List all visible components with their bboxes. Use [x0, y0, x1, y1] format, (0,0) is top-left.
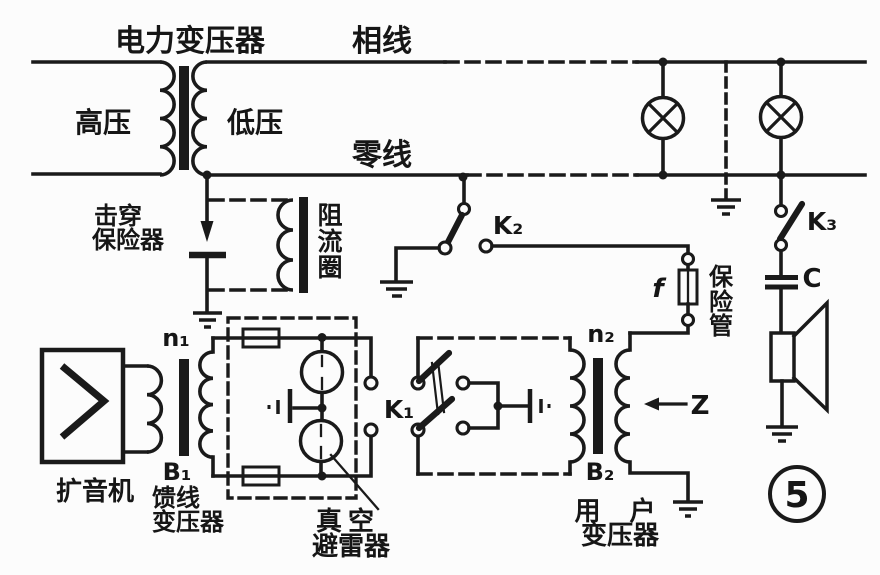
- pt-secondary-coil: [191, 60, 208, 177]
- breakdown-fuse-label-1: 击穿: [94, 202, 142, 230]
- choke-coil-symbol: [208, 197, 308, 293]
- switch-k2-symbol: [478, 238, 690, 256]
- arrester-box: [211, 316, 380, 511]
- choke-label-char1: 阻: [317, 201, 342, 230]
- user-label-2: 变压器: [581, 520, 660, 551]
- arrester-label-2: 避雷器: [312, 531, 391, 562]
- breakdown-fuse-ground-icon: [193, 311, 222, 329]
- neutral-line-label: 零线: [352, 138, 412, 173]
- choke-label-char2: 流: [317, 227, 342, 256]
- arrester-terminal-bottom: [363, 422, 379, 438]
- switch-k3-label: K₃: [807, 207, 837, 236]
- fuse-f-symbol: [628, 251, 699, 335]
- pt-primary-coil: [159, 60, 176, 177]
- feeder-n-label: n₁: [162, 324, 190, 352]
- amplifier-label: 扩音机: [56, 476, 134, 507]
- capacitor-c-symbol: [765, 249, 798, 335]
- lv-label: 低压: [226, 106, 283, 139]
- fuse-tube-char3: 管: [709, 312, 733, 340]
- breakdown-fuse-label-2: 保险器: [91, 226, 165, 254]
- arrester-fuse-top: [241, 327, 281, 349]
- switch-k1-label: K₁: [384, 395, 414, 424]
- figure-number: 5: [784, 475, 809, 516]
- amplifier-chevron-icon: [59, 363, 110, 440]
- choke-label-char3: 圈: [317, 253, 342, 282]
- arrester-label-1: 真空: [316, 506, 380, 537]
- user-transformer-ground-icon: [673, 500, 703, 518]
- user-b-label: B₂: [586, 458, 615, 486]
- speaker-ground-icon: [766, 425, 798, 443]
- breakdown-fuse-symbol: [189, 178, 226, 329]
- capacitor-c-label: C: [802, 264, 821, 294]
- phase-line-label: 相线: [352, 24, 412, 59]
- user-label-1: 用 户: [574, 496, 665, 527]
- amplifier-box: [39, 347, 126, 465]
- hv-lines: [31, 60, 162, 176]
- switch-k1-symbol: [410, 336, 572, 476]
- fuse-tube-char1: 保: [708, 263, 734, 291]
- branch-ground-icon: [711, 198, 741, 216]
- figure-number-badge: [768, 465, 826, 523]
- hv-label: 高压: [75, 106, 131, 139]
- fuse-f-label: f: [652, 274, 667, 304]
- impedance-arrow-icon: [644, 397, 688, 411]
- arrester-leader-line: [329, 453, 380, 511]
- switch-k3-symbol: [773, 173, 806, 253]
- fuse-tube-char2: 险: [709, 288, 734, 316]
- feeder-transformer-symbol: [121, 336, 215, 478]
- speaker-icon: [766, 298, 829, 443]
- switch-k2-label: K₂: [493, 211, 523, 240]
- feeder-label-2: 变压器: [152, 508, 225, 536]
- power-transformer-symbol: [159, 60, 212, 180]
- branch-ground: [711, 60, 741, 216]
- impedance-z-label: Z: [691, 391, 710, 421]
- feeder-b-label: B₁: [163, 458, 192, 486]
- feeder-label-1: 馈线: [152, 484, 200, 512]
- grounding-switch-symbol: [380, 172, 472, 298]
- arrester-fuse-bottom: [241, 465, 281, 487]
- power-transformer-title: 电力变压器: [115, 24, 266, 59]
- lamp-2-icon: [758, 57, 804, 180]
- arrester-terminal-top: [363, 375, 379, 391]
- lamp-1-icon: [640, 57, 686, 180]
- pt-core: [179, 66, 189, 170]
- user-n-label: n₂: [587, 320, 615, 348]
- grounding-switch-ground-icon: [380, 280, 413, 298]
- user-transformer-symbol: [568, 331, 703, 518]
